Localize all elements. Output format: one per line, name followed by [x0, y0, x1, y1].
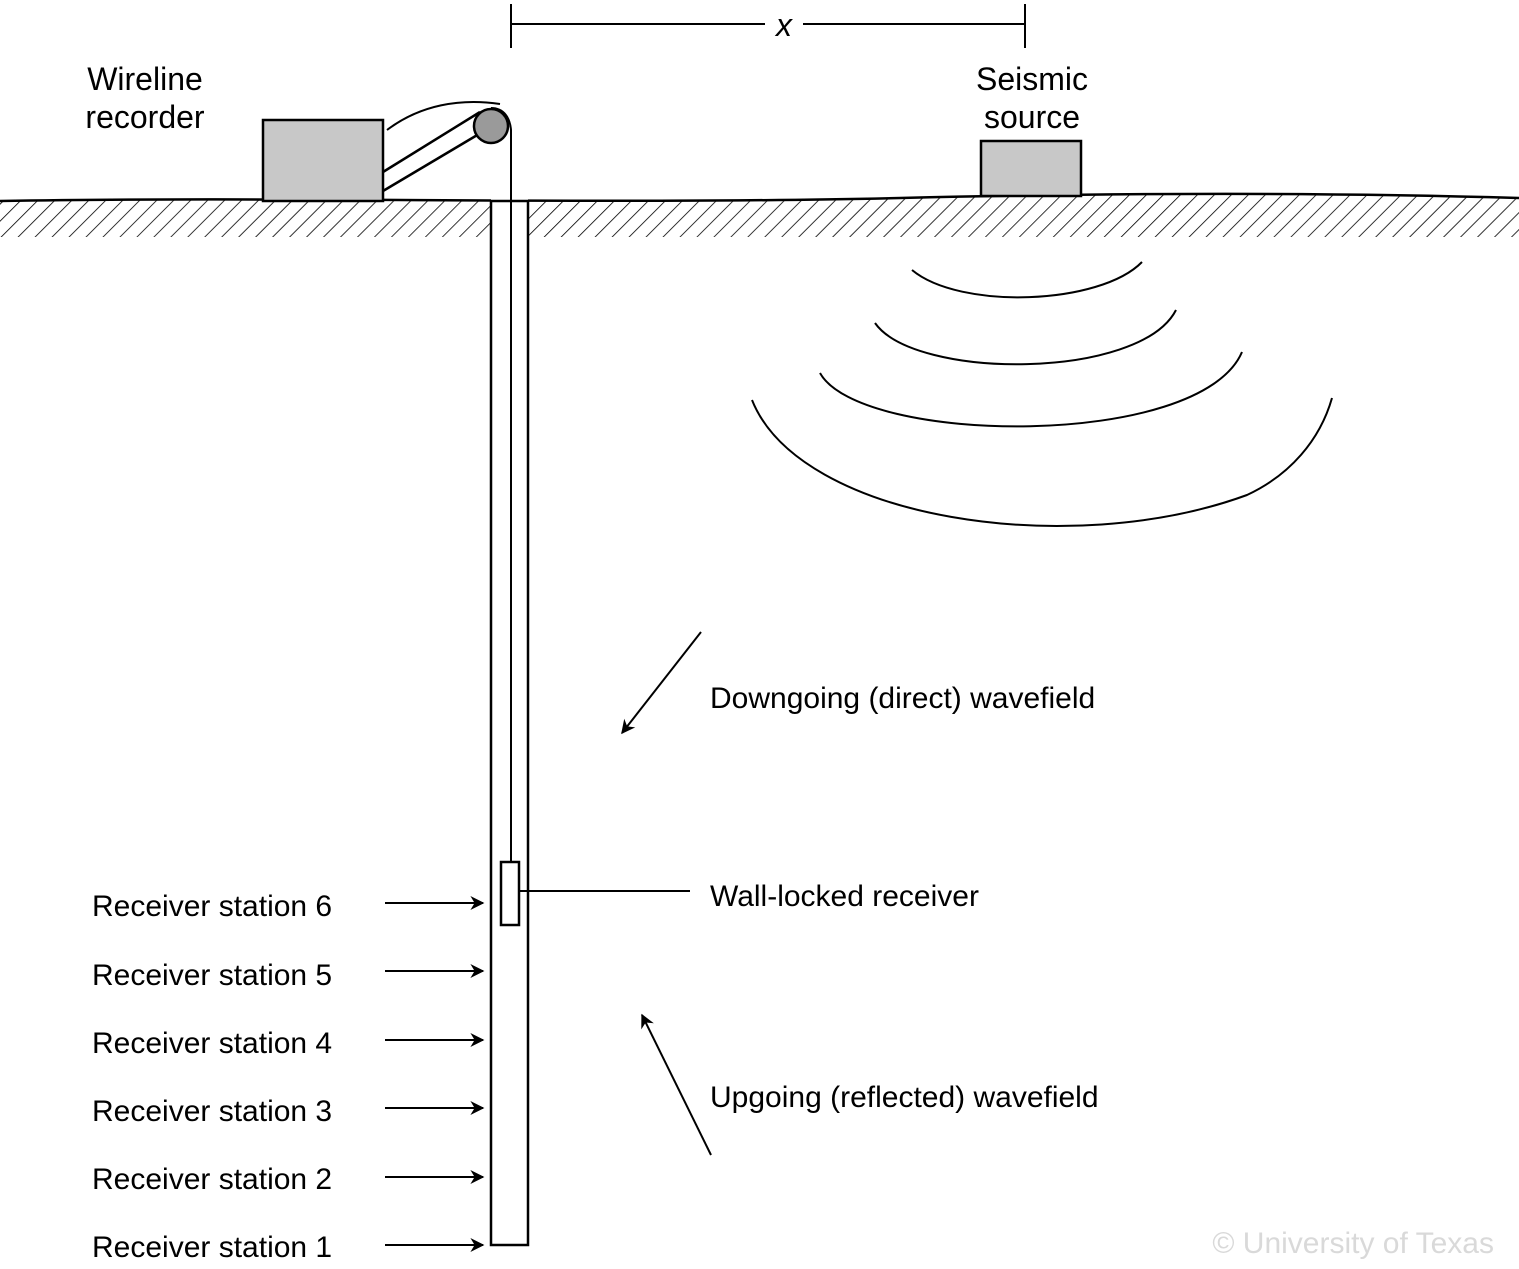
seismic-source: Seismic source: [976, 61, 1088, 198]
receiver-station-3: Receiver station 3: [92, 1095, 485, 1128]
station-label: Receiver station 1: [92, 1231, 332, 1264]
station-label: Receiver station 3: [92, 1095, 332, 1128]
wireline-cable: [490, 107, 512, 862]
source-label-line1: Seismic: [976, 61, 1088, 97]
downgoing-arrow: [621, 631, 702, 735]
borehole: [489, 199, 530, 1247]
receiver-station-6: Receiver station 6: [92, 890, 485, 923]
source-label-line2: source: [984, 99, 1080, 135]
offset-dimension: x: [510, 4, 1026, 48]
wireline-recorder: Wireline recorder: [85, 61, 501, 203]
station-label: Receiver station 5: [92, 959, 332, 992]
receiver-label: Wall-locked receiver: [710, 880, 979, 913]
wavefronts: [751, 261, 1333, 527]
receiver-station-2: Receiver station 2: [92, 1163, 485, 1196]
copyright-watermark: © University of Texas: [1212, 1227, 1494, 1260]
downgoing-label: Downgoing (direct) wavefield: [710, 682, 1095, 715]
station-label: Receiver station 4: [92, 1027, 332, 1060]
receiver-station-5: Receiver station 5: [92, 959, 485, 992]
upgoing-arrow: [641, 1013, 712, 1156]
station-label: Receiver station 2: [92, 1163, 332, 1196]
receiver-station-1: Receiver station 1: [92, 1231, 485, 1264]
station-label: Receiver station 6: [92, 890, 332, 923]
ground-surface: [0, 192, 1519, 239]
receiver-station-4: Receiver station 4: [92, 1027, 485, 1060]
offset-label: x: [774, 7, 793, 43]
recorder-label-line1: Wireline: [87, 61, 203, 97]
wall-locked-receiver-tool: [499, 860, 521, 927]
pulley-icon: [472, 107, 510, 145]
recorder-label-line2: recorder: [85, 99, 205, 135]
upgoing-label: Upgoing (reflected) wavefield: [710, 1081, 1099, 1114]
